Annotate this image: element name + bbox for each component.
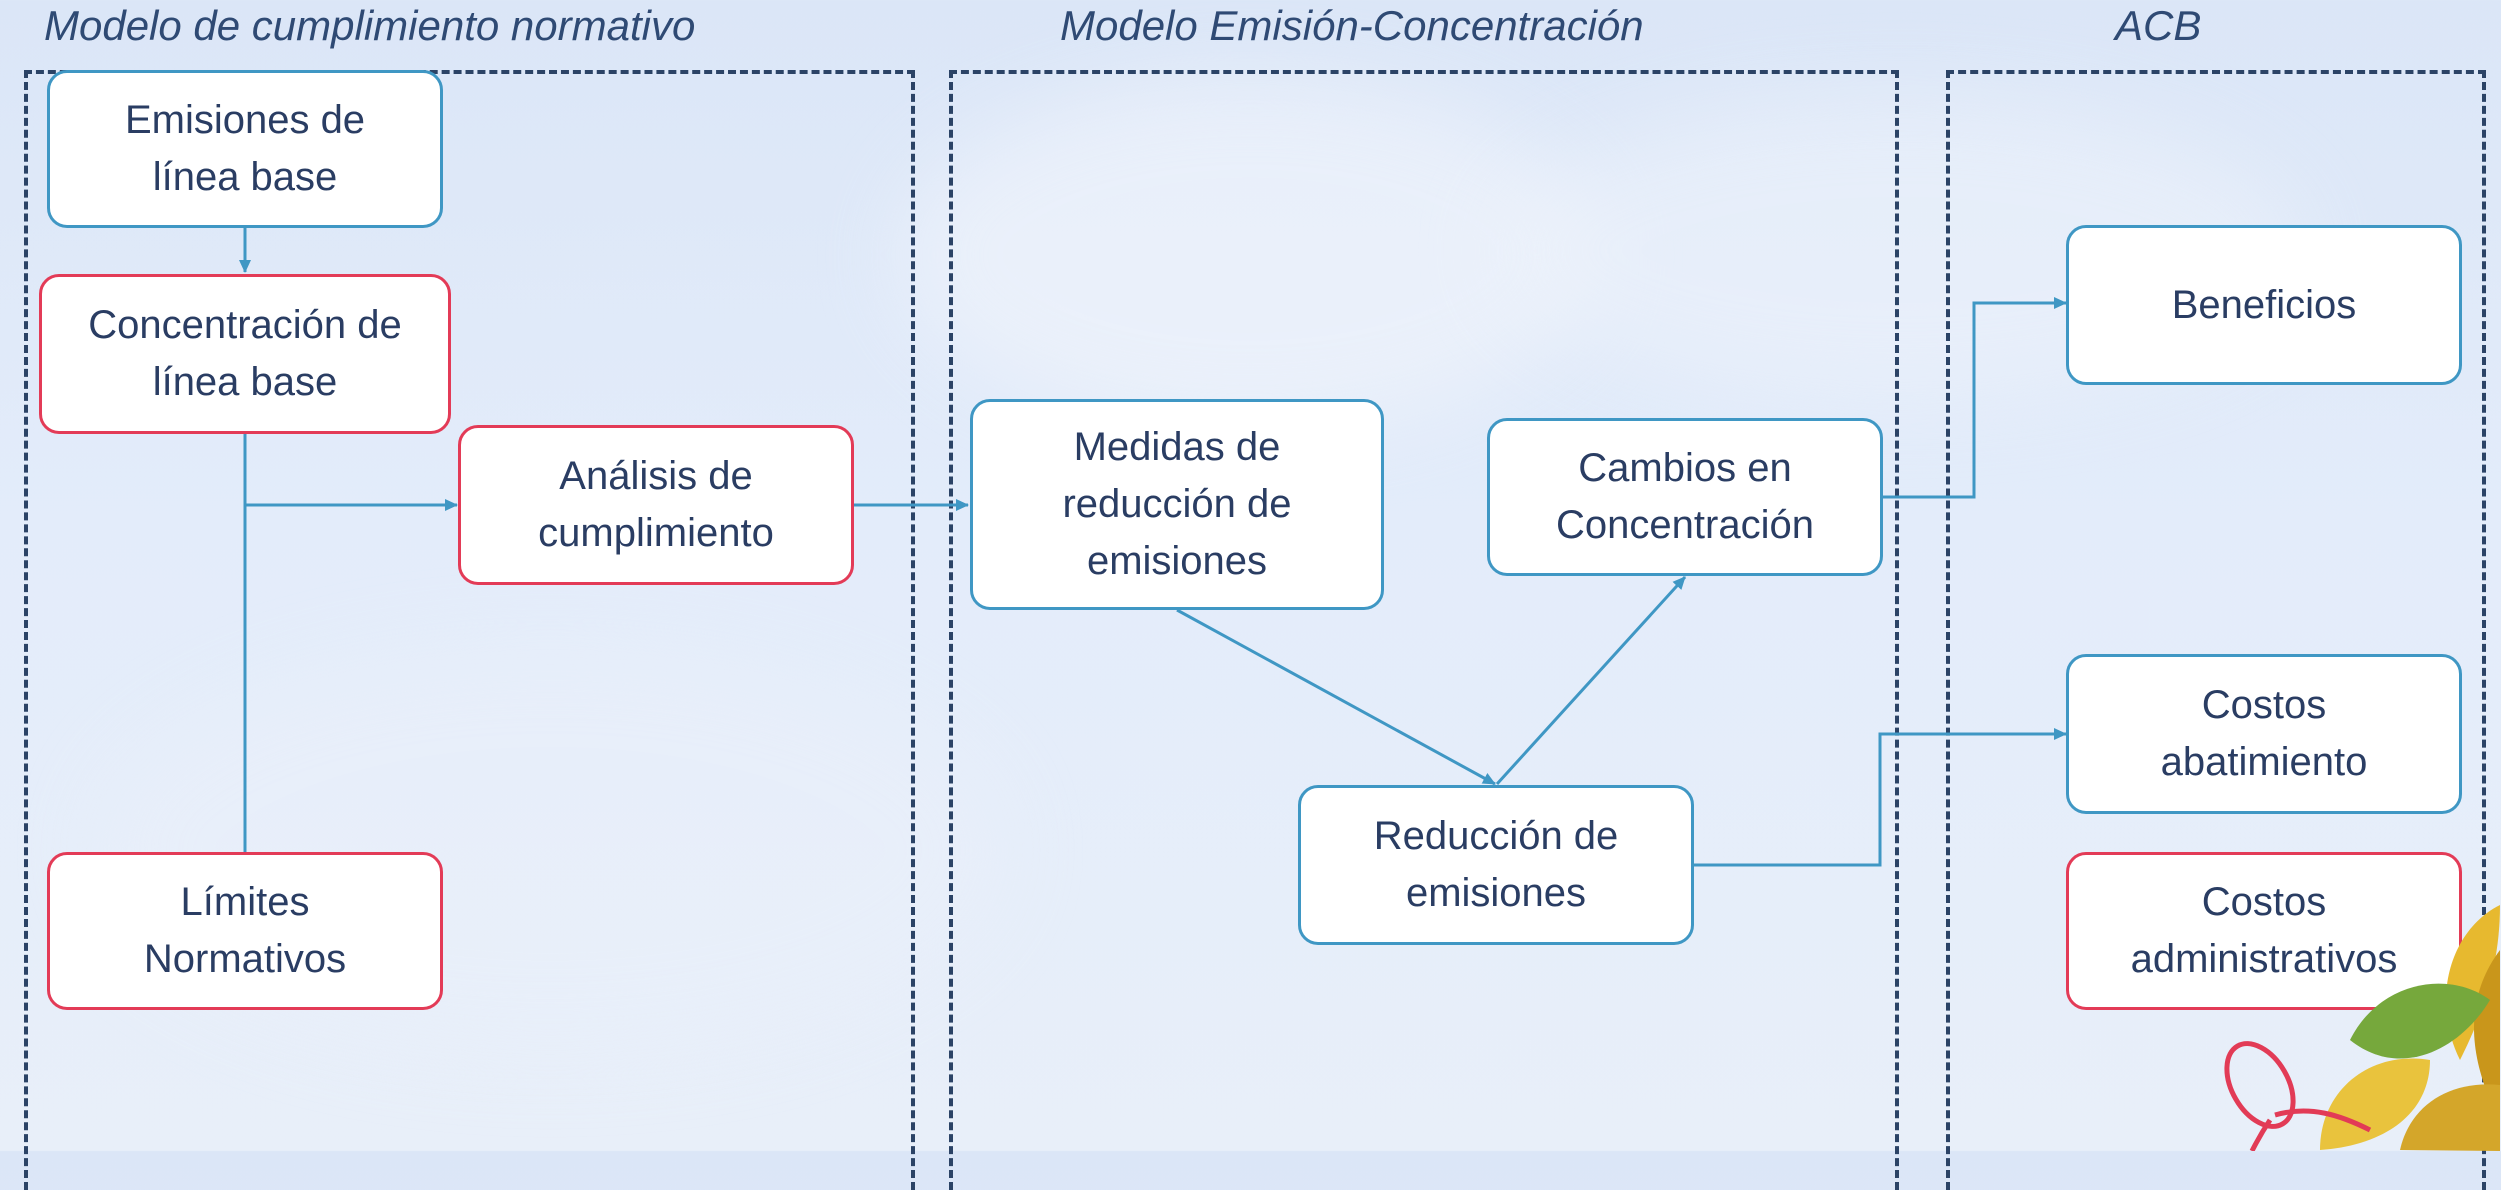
background-cloud (900, 80, 1600, 430)
section-title-emission: Modelo Emisión-Concentración (1060, 2, 1644, 49)
section-title-compliance: Modelo de cumplimiento normativo (44, 2, 696, 49)
node-benefits: Beneficios (2066, 225, 2462, 385)
section-title-acb: ACB (2115, 2, 2202, 49)
node-baseline-emissions: Emisiones de línea base (47, 70, 443, 228)
node-concentration-changes: Cambios en Concentración (1487, 418, 1883, 576)
connector-lines (239, 228, 2067, 867)
leaf-decoration (2224, 905, 2500, 1151)
node-baseline-concentration: Concentración de línea base (39, 274, 451, 434)
connector-reduction-to-changes (1495, 575, 1687, 786)
section-frame-acb (1946, 70, 2486, 1190)
node-emission-reduction: Reducción de emisiones (1298, 785, 1694, 945)
connector-changes-to-benefits (1883, 297, 2067, 499)
section-frame-emission (949, 70, 1899, 1190)
connector-reduction-to-abatement (1694, 728, 2067, 867)
node-abatement-costs: Costos abatimiento (2066, 654, 2462, 814)
node-compliance-analysis: Análisis de cumplimiento (458, 425, 854, 585)
node-normative-limits: Límites Normativos (47, 852, 443, 1010)
node-reduction-measures: Medidas de reducción de emisiones (970, 399, 1384, 610)
node-admin-costs: Costos administrativos (2066, 852, 2462, 1010)
connector-measures-to-reduction (1176, 608, 1496, 786)
section-frame-compliance (24, 70, 915, 1190)
